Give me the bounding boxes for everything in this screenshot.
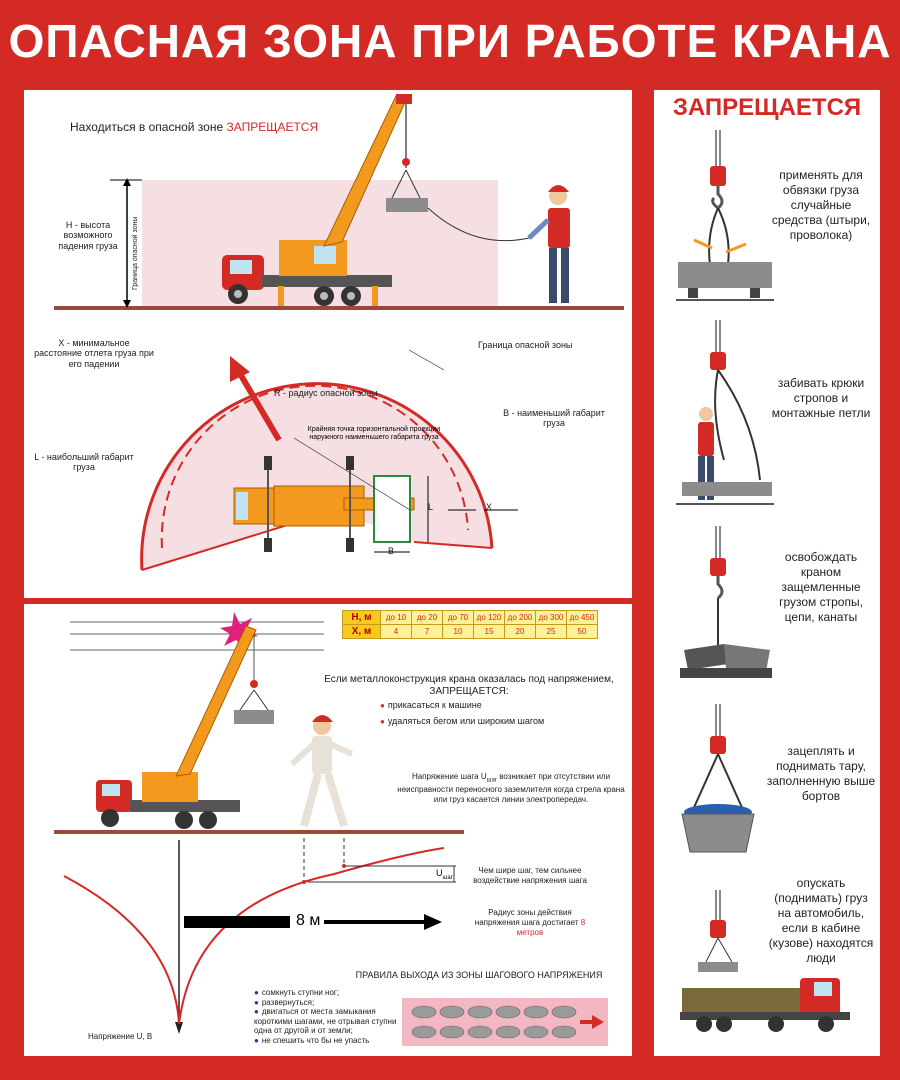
radius-text-body: Радиус зоны действия напряжения шага дос… [474, 908, 581, 927]
table-header-h: H, м [342, 610, 381, 625]
table-cell: до 10 [380, 610, 412, 625]
x-label: X - минимальное расстояние отлета груза … [34, 338, 154, 369]
table-cell: 10 [442, 624, 474, 639]
wider-step-text: Чем шире шаг, тем сильнее воздействие на… [473, 866, 587, 885]
table-cell: 15 [473, 624, 505, 639]
zone-boundary-vertical: Граница опасной зоны [132, 216, 139, 290]
table-cell: 4 [380, 624, 412, 639]
zone-header-forbidden: ЗАПРЕЩАЕТСЯ [226, 120, 319, 134]
table-cell: 7 [411, 624, 443, 639]
rules-title: ПРАВИЛА ВЫХОДА ИЗ ЗОНЫ ШАГОВОГО НАПРЯЖЕН… [355, 970, 603, 980]
zone-header: Находиться в опасной зоне ЗАПРЕЩАЕТСЯ [70, 120, 318, 134]
rule-item: сомкнуть ступни ног; [254, 988, 414, 998]
forbidden-item: применять для обвязки груза случайные ср… [771, 168, 871, 242]
mark-b: B [388, 546, 395, 556]
forbidden-item: забивать крюки стропов и монтажные петли [771, 376, 871, 420]
table-row-x: X, м 4 7 10 15 20 25 50 [342, 624, 598, 639]
danger-zone-panel: Находиться в опасной зоне ЗАПРЕЩАЕТСЯ H … [24, 90, 632, 598]
extreme-point-label: Крайняя точка горизонтальной проекции на… [307, 426, 441, 442]
voltage-item: удаляться бегом или широким шагом [380, 716, 544, 726]
danger-zone-illustration [54, 94, 624, 571]
radius-value: 8 метров [516, 918, 586, 937]
forbidden-item: зацеплять и поднимать тару, заполненную … [766, 744, 876, 803]
table-row-h: H, м до 10 до 20 до 70 до 120 до 200 до … [342, 610, 598, 625]
table-cell: до 70 [442, 610, 474, 625]
rule-item: развернуться; [254, 998, 414, 1008]
voltage-forbidden: ЗАПРЕЩАЕТСЯ: [429, 686, 509, 697]
voltage-axis-label: Напряжение U, В [88, 1032, 153, 1041]
boundary-label: Граница опасной зоны [478, 340, 573, 350]
hook-icon [710, 130, 726, 210]
forbidden-illustrations [676, 130, 850, 1032]
table-header-x: X, м [342, 624, 381, 639]
mark-x: X [486, 502, 493, 512]
radius-text: Радиус зоны действия напряжения шага дос… [470, 908, 590, 938]
table-cell: 50 [566, 624, 598, 639]
mark-l: L [428, 502, 434, 512]
u-mark: U [436, 868, 443, 878]
table-cell: до 200 [504, 610, 536, 625]
u-step-mark: Uшаг [436, 868, 453, 881]
table-cell: до 120 [473, 610, 505, 625]
step-voltage-sub: шаг [486, 777, 497, 784]
height-distance-table: H, м до 10 до 20 до 70 до 120 до 200 до … [342, 610, 598, 639]
forbidden-title: ЗАПРЕЩАЕТСЯ [672, 94, 862, 121]
forbidden-item: освобождать краном защемленные грузом ст… [779, 550, 863, 624]
voltage-intro: Если металлоконструкция крана оказалась … [324, 674, 614, 685]
rule-item: двигаться от места замыкания короткими ш… [254, 1007, 414, 1036]
distance-label: 8 м [296, 912, 321, 929]
step-voltage-illustration [54, 612, 608, 1046]
table-cell: до 450 [566, 610, 598, 625]
forbidden-item: опускать (поднимать) груз на автомобиль,… [768, 876, 874, 965]
rule-item: не спешить что бы не упасть [254, 1036, 414, 1046]
b-label: B - наименьший габарит груза [503, 408, 605, 429]
rules-list: сомкнуть ступни ног; развернуться; двига… [254, 988, 414, 1046]
table-cell: до 20 [411, 610, 443, 625]
step-voltage-panel: H, м до 10 до 20 до 70 до 120 до 200 до … [24, 604, 632, 1056]
zone-header-text: Находиться в опасной зоне [70, 120, 227, 134]
table-cell: 20 [504, 624, 536, 639]
table-cell: до 300 [535, 610, 567, 625]
voltage-item: прикасаться к машине [380, 700, 482, 710]
u-mark-sub: шаг [442, 874, 453, 881]
step-voltage-text-a: Напряжение шага U [411, 772, 487, 781]
forbidden-panel: ЗАПРЕЩАЕТСЯ [654, 90, 880, 1056]
step-voltage-text: Напряжение шага Uшаг возникает при отсут… [396, 772, 626, 805]
page-title: ОПАСНАЯ ЗОНА ПРИ РАБОТЕ КРАНА [8, 15, 892, 67]
height-label: H - высота возможного падения груза [58, 220, 118, 251]
step-voltage-text-b: возникает при отсутствии или неисправнос… [397, 772, 625, 805]
table-cell: 25 [535, 624, 567, 639]
l-label: L - наибольший габарит груза [34, 452, 134, 473]
radius-label: R - радиус опасной зоны [274, 388, 378, 398]
